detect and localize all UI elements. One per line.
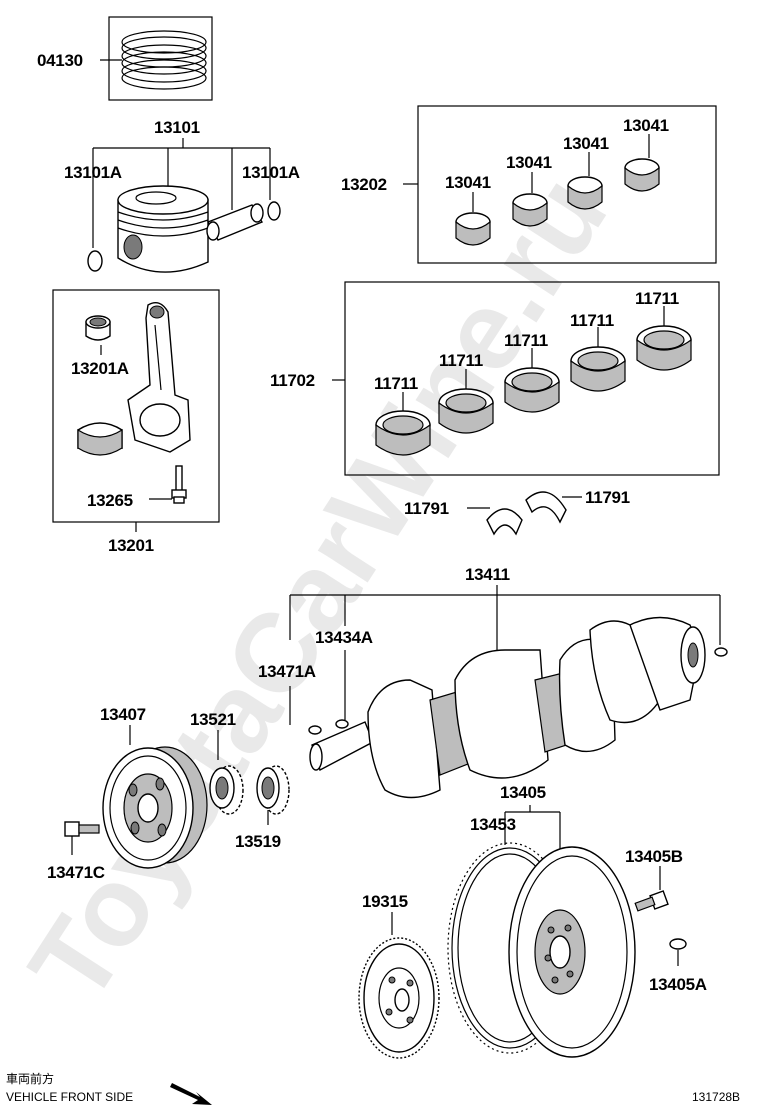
label-11702: 11702	[270, 371, 315, 390]
label-13405b: 13405B	[625, 847, 683, 866]
label-13202: 13202	[341, 175, 387, 194]
crankshaft-spacer-icon	[256, 765, 290, 815]
label-13519: 13519	[235, 832, 281, 851]
label-13471c: 13471C	[47, 863, 105, 882]
thrust-washer-group: 11791 11791	[404, 488, 630, 536]
connecting-rod-icon	[127, 302, 191, 453]
rod-bearing-set-group: 13202 13041 13041 13041 13041	[341, 105, 717, 264]
label-13101: 13101	[154, 118, 200, 137]
flywheel-bolt-icon	[634, 890, 669, 912]
figure-id: 131728B	[692, 1090, 740, 1104]
label-13434a: 13434A	[315, 628, 373, 647]
label-13471a: 13471A	[258, 662, 316, 681]
crankshaft-timing-gear-icon	[209, 765, 244, 815]
label-13265: 13265	[87, 491, 133, 510]
main-bearing-shell-1-icon	[375, 410, 431, 456]
crank-pulley-icon	[102, 746, 208, 869]
crank-plug-icon	[714, 647, 728, 657]
timing-gear-group: 13521 13519	[190, 710, 290, 851]
label-13411: 13411	[465, 565, 510, 584]
rod-bearing-shell-4-icon	[624, 158, 660, 192]
drive-plate-group: 19315	[358, 892, 440, 1059]
rod-bearing-shell-1-icon	[455, 212, 491, 246]
vehicle-front-label-en: VEHICLE FRONT SIDE	[6, 1090, 133, 1104]
rod-bearing-shell-2-icon	[512, 193, 548, 227]
label-13405a: 13405A	[649, 975, 707, 994]
piston-ring-set-group: 04130	[37, 16, 213, 101]
label-11711-3: 11711	[504, 331, 548, 350]
snap-ring-left-icon	[87, 250, 103, 272]
small-end-bushing-icon	[85, 315, 111, 341]
label-13041-2: 13041	[506, 153, 552, 172]
label-13041-3: 13041	[563, 134, 609, 153]
label-13201a: 13201A	[71, 359, 129, 378]
vehicle-front-arrow-icon	[170, 1083, 212, 1105]
main-bearing-shell-5-icon	[636, 325, 692, 371]
main-bearing-set-group: 11702 11711 11711 11711 11711	[270, 281, 720, 476]
piston-pin-icon	[206, 203, 264, 241]
main-bearing-shell-4-icon	[570, 346, 626, 392]
piston-ring-set-icon	[121, 30, 207, 90]
main-bearing-set-box	[344, 281, 720, 476]
main-bearing-shell-3-icon	[504, 367, 560, 413]
label-13407: 13407	[100, 705, 146, 724]
snap-ring-right-icon	[267, 201, 281, 221]
rod-bearing-shell-3-icon	[567, 176, 603, 210]
crank-pulley-group: 13407 13471C	[47, 705, 208, 882]
piston-ring-box	[108, 16, 213, 101]
label-13101a-left: 13101A	[64, 163, 122, 182]
label-11791-left: 11791	[404, 499, 449, 518]
rod-bearing-icon	[77, 422, 123, 456]
flywheel-group: 13405 13453 13405B 134	[447, 783, 707, 1058]
piston-group: 13101 13101A 13101A	[64, 118, 300, 273]
label-13041-4: 13041	[623, 116, 669, 135]
label-11711-1: 11711	[374, 374, 418, 393]
flywheel-pin-icon	[669, 938, 687, 950]
vehicle-front-label-jp: 車両前方	[6, 1071, 54, 1086]
label-13041-1: 13041	[445, 173, 491, 192]
thrust-washer-right-icon	[525, 491, 567, 524]
thrust-washer-left-icon	[486, 508, 523, 536]
label-13521: 13521	[190, 710, 236, 729]
piston-icon	[117, 185, 209, 273]
drive-plate-icon	[358, 937, 440, 1059]
label-04130: 04130	[37, 51, 83, 70]
rod-bolt-icon	[171, 465, 187, 504]
crankshaft-group: 13411 13434A 13471A	[258, 565, 728, 799]
label-13453: 13453	[470, 815, 516, 834]
label-13405: 13405	[500, 783, 546, 802]
connecting-rod-group: 13201A 13265 13201	[52, 289, 220, 555]
flywheel-icon	[508, 846, 636, 1058]
main-bearing-shell-2-icon	[438, 388, 494, 434]
label-11791-right: 11791	[585, 488, 630, 507]
crank-key-b-icon	[335, 719, 349, 729]
label-13201: 13201	[108, 536, 154, 555]
label-11711-5: 11711	[635, 289, 679, 308]
label-11711-2: 11711	[439, 351, 483, 370]
label-19315: 19315	[362, 892, 408, 911]
crankshaft-icon	[309, 616, 706, 799]
crank-key-a-icon	[308, 725, 322, 735]
label-11711-4: 11711	[570, 311, 614, 330]
label-13101a-right: 13101A	[242, 163, 300, 182]
